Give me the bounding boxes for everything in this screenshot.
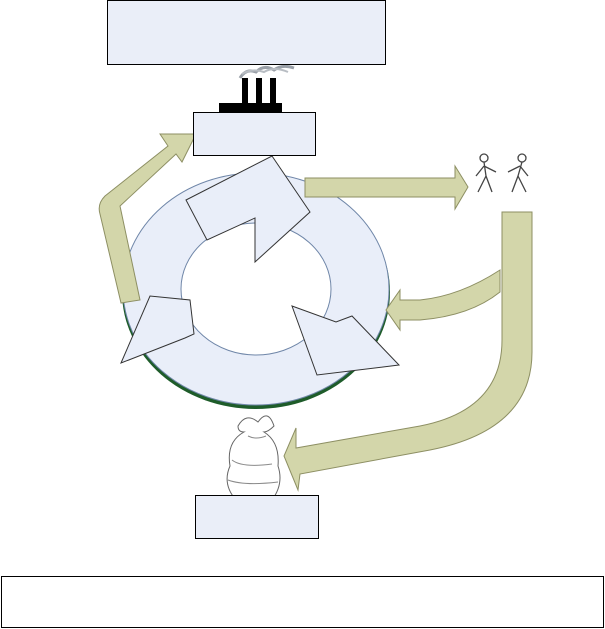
arrow-to-people	[304, 164, 469, 211]
garbage-bag-icon	[226, 415, 281, 501]
cycle-arrowhead-top	[185, 155, 311, 264]
arrow-people-to-waste	[283, 211, 533, 492]
factory-box	[193, 112, 316, 156]
arrow-people-to-cycle	[385, 269, 501, 332]
caption-box	[1, 576, 604, 628]
cycle-arrowheads	[120, 155, 401, 376]
factory-icon	[219, 64, 295, 115]
cycle-arrowhead-left	[120, 295, 195, 364]
waste-box	[195, 495, 319, 539]
cycle-arrowhead-right	[291, 305, 401, 376]
arrow-to-factory	[98, 133, 197, 304]
top-box	[107, 0, 386, 65]
people-icon	[475, 153, 529, 193]
